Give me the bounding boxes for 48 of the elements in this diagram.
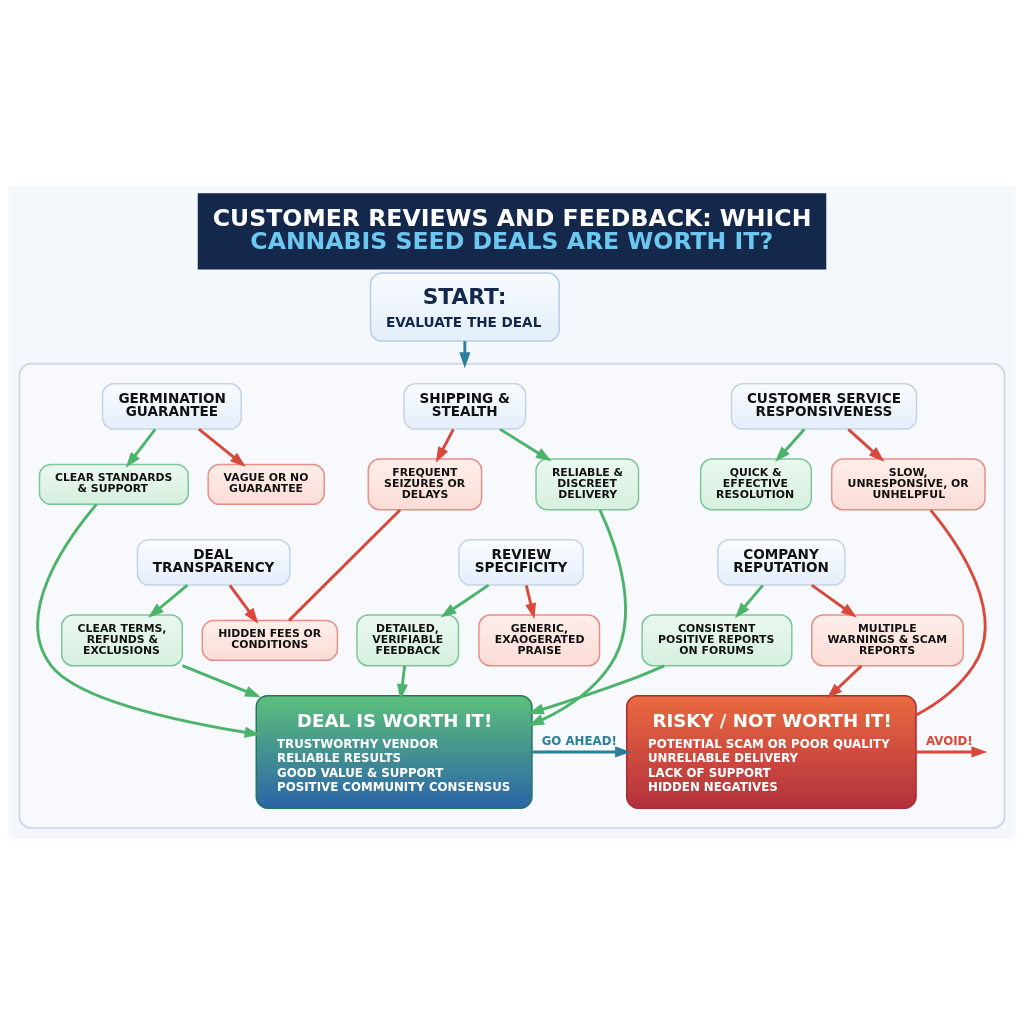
node-box: CLEAR TERMS, REFUNDS & EXCLUSIONS (60, 613, 184, 666)
node-box: CLEAR STANDARDS & SUPPORT (38, 463, 189, 505)
node-box: CONSISTENT POSITIVE REPORTS ON FORUMS (641, 613, 793, 666)
edge-label: GO AHEAD! (541, 733, 617, 748)
arrow (440, 583, 490, 617)
node-box: RELIABLE & DISCREET DELIVERY (535, 457, 640, 510)
arrow (775, 427, 806, 462)
cluster (18, 362, 1006, 829)
arrow (847, 427, 885, 462)
arrow (148, 583, 189, 618)
arrow (532, 745, 631, 757)
node-box: QUICK & EFFECTIVE RESOLUTION (699, 457, 812, 510)
node-box: REVIEW SPECIFICITY (458, 538, 584, 586)
arrow (228, 583, 259, 624)
arrow (181, 663, 261, 697)
node-box: SHIPPING & STEALTH (403, 382, 527, 430)
diagram-title: CUSTOMER REVIEWS AND FEEDBACK: WHICH CANNABIS SEED DEALS ARE WORTH IT? (212, 203, 812, 255)
node-box: COMPANY REPUTATION (717, 538, 846, 586)
arrow (826, 664, 863, 699)
node-box: HIDDEN FEES OR CONDITIONS (201, 619, 339, 661)
node-box: START: EVALUATE THE DEAL (369, 271, 560, 342)
node-box: CUSTOMER SERVICE RESPONSIVENESS (730, 382, 918, 430)
node-box: SLOW, UNRESPONSIVE, OR UNHELPFUL (830, 457, 986, 510)
node-box: VAGUE OR NO GUARANTEE (207, 463, 325, 505)
node-box: GENERIC, EXAOGERATED PRAISE (478, 613, 601, 666)
node-box: MULTIPLE WARNINGS & SCAM REPORTS (811, 613, 964, 666)
arrow (524, 584, 537, 619)
arrow (499, 427, 552, 461)
arrow (528, 508, 627, 726)
node-box: DEAL TRANSPARENCY (136, 538, 291, 586)
node-box: FREQUENT SEIZURES OR DELAYS (367, 457, 483, 510)
arrow (435, 428, 455, 463)
connector (915, 508, 987, 716)
arrow (125, 427, 157, 468)
arrow (36, 502, 261, 738)
edge-label: AVOID! (925, 733, 973, 748)
arrow (528, 663, 665, 714)
node-box: RISKY / NOT WORTH IT! POTENTIAL SCAM OR POOR QUALITY UNRELIABLE DELIVERY LACK OF SUPPORT HIDDEN NEGATIVES (626, 694, 917, 809)
arrow (810, 583, 857, 618)
arrow (198, 427, 246, 467)
node-box: DETAILED, VERIFIABLE FEEDBACK (356, 613, 460, 666)
arrow (396, 665, 408, 700)
arrow (459, 340, 471, 368)
node-box: GERMINATION GUARANTEE (101, 382, 242, 430)
arrow (734, 583, 764, 618)
arrow (916, 745, 988, 757)
node-box: DEAL IS WORTH IT! TRUSTWORTHY VENDOR RELIABLE RESULTS GOOD VALUE & SUPPORT POSITIVE COMMUNITY CONSENSUS (255, 694, 533, 809)
connector (288, 508, 402, 621)
